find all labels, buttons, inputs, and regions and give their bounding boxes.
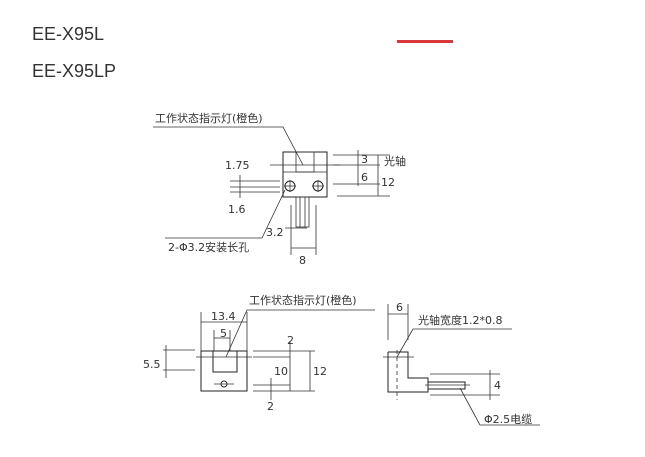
- dim-6b: 6: [396, 301, 403, 314]
- dim-4: 4: [494, 379, 501, 392]
- model-name-1: EE-X95L: [32, 24, 105, 44]
- dim-10: 10: [274, 365, 288, 378]
- dim-5: 5: [220, 327, 227, 340]
- drawing-side-view: 6 光轴宽度1.2*0.8 4 Φ2.5电缆: [383, 301, 540, 426]
- dim-2-bottom: 2: [267, 400, 274, 413]
- dim-1-75: 1.75: [225, 159, 250, 172]
- indicator-label: 工作状态指示灯(橙色): [155, 111, 263, 125]
- indicator-label-2: 工作状态指示灯(橙色): [249, 293, 357, 307]
- drawing-front-view: 工作状态指示灯(橙色) 13.4 5 5.5 2 10 12 2: [143, 293, 375, 413]
- mount-hole-label: 2-Φ3.2安装长孔: [168, 240, 249, 254]
- model-name-2: EE-X95LP: [32, 61, 117, 81]
- dim-3-2: 3.2: [266, 226, 284, 239]
- dim-12b: 12: [313, 365, 327, 378]
- dim-2-top: 2: [287, 334, 294, 347]
- accent-bar: [397, 40, 453, 43]
- dim-13-4: 13.4: [211, 310, 236, 323]
- drawing-top-view: 工作状态指示灯(橙色) 1.75 1.6 3 6 12 光轴 3.2 2-Φ3.…: [153, 111, 406, 267]
- dim-6: 6: [361, 171, 368, 184]
- dim-12: 12: [381, 176, 395, 189]
- dim-3: 3: [361, 153, 368, 166]
- axis-width-label: 光轴宽度1.2*0.8: [418, 313, 503, 327]
- dim-1-6: 1.6: [228, 203, 246, 216]
- dim-8: 8: [299, 254, 306, 267]
- dim-5-5: 5.5: [143, 358, 161, 371]
- optical-axis-label: 光轴: [384, 154, 406, 168]
- cable-label: Φ2.5电缆: [484, 413, 532, 426]
